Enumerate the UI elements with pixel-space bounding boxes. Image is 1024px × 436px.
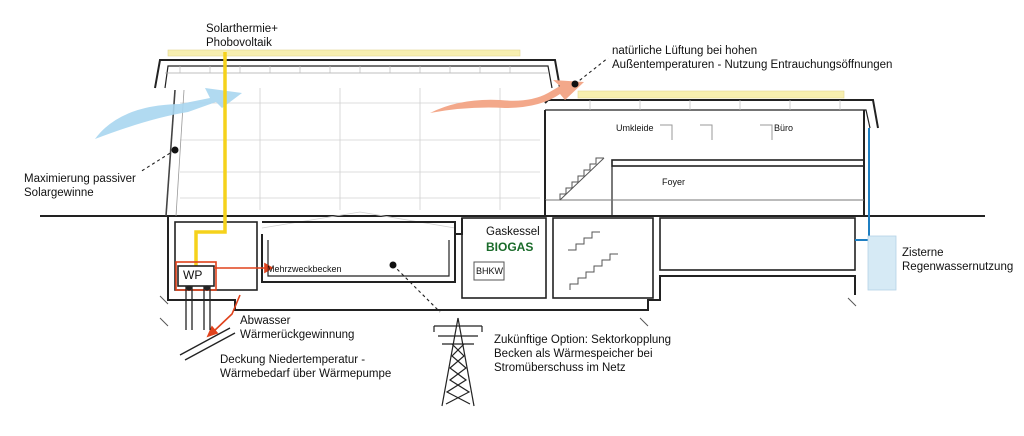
hall-interior-lines (180, 88, 540, 229)
annex-stairs (559, 124, 773, 201)
leader-lines (139, 57, 609, 313)
umkleide-label: Umkleide (616, 123, 654, 133)
power-pylon-icon (433, 317, 483, 407)
solar-panel-annex (577, 90, 845, 99)
ground-hatch (159, 295, 857, 327)
annex-truss-marks (589, 100, 841, 110)
zisterne-label-line1: Zisterne (902, 247, 944, 259)
wp-label: WP (183, 268, 203, 282)
heat-lines (175, 261, 274, 338)
warm-air-arrow (430, 80, 584, 113)
basement-structure (167, 216, 856, 311)
ventilation-label: natürliche Lüftung bei hohen Außentemper… (612, 44, 892, 72)
biogas-label: BIOGAS (486, 240, 534, 254)
rain-pipe (855, 128, 870, 241)
zukunft-label-line3: Stromüberschuss im Netz (494, 362, 626, 374)
deckung-label: Deckung Niedertemperatur - Wärmebedarf ü… (220, 353, 391, 381)
ventilation-label-line1: natürliche Lüftung bei hohen (612, 45, 758, 57)
ventilation-dot (571, 80, 579, 88)
solar-label: Solarthermie+ Phobovoltaik (206, 22, 278, 50)
deckung-label-line2: Wärmebedarf über Wärmepumpe (220, 368, 392, 380)
ground-probe-pipes (179, 285, 236, 361)
zukunft-label: Zukünftige Option: Sektorkopplung Becken… (494, 333, 671, 375)
cistern (867, 235, 897, 291)
main-roof (154, 59, 561, 89)
basement-stairs (568, 231, 618, 290)
bhkw-box (473, 261, 505, 281)
abwasser-label: Abwasser Wärmerückgewinnung (240, 314, 354, 342)
zisterne-label: Zisterne Regenwassernutzung (902, 246, 1013, 274)
passive-label: Maximierung passiver Solargewinne (24, 172, 136, 200)
passive-label-line1: Maximierung passiver (24, 173, 136, 185)
passive-dot (171, 146, 179, 154)
annex-roof (544, 99, 879, 129)
zukunft-label-line2: Becken als Wärmespeicher bei (494, 348, 653, 360)
buero-label: Büro (774, 123, 794, 133)
gaskessel-label: Gaskessel (486, 226, 540, 238)
bhkw-label: BHKW (476, 266, 503, 276)
ventilation-label-line2: Außentemperaturen - Nutzung Entrauchungs… (612, 59, 893, 71)
passive-label-line2: Solargewinne (24, 187, 94, 199)
deckung-label-line1: Deckung Niedertemperatur - (220, 354, 366, 366)
zukunft-label-line1: Zukünftige Option: Sektorkopplung (494, 334, 672, 346)
zisterne-label-line2: Regenwassernutzung (902, 261, 1014, 273)
annex-structure (544, 110, 865, 216)
cold-air-arrow (95, 88, 242, 139)
foyer-label: Foyer (662, 177, 686, 187)
mehrzweckbecken-label: Mehrzweckbecken (267, 264, 342, 274)
abwasser-label-line1: Abwasser (240, 315, 291, 327)
solar-pipe (194, 52, 227, 268)
roof-truss-marks (179, 66, 511, 73)
solar-panel-main (167, 49, 521, 57)
abwasser-label-line2: Wärmerückgewinnung (240, 329, 355, 341)
pool-dot (389, 261, 397, 269)
solar-label-line1: Solarthermie+ (206, 23, 278, 35)
solar-label-line2: Phobovoltaik (206, 37, 272, 49)
heat-pump-box (177, 265, 215, 287)
